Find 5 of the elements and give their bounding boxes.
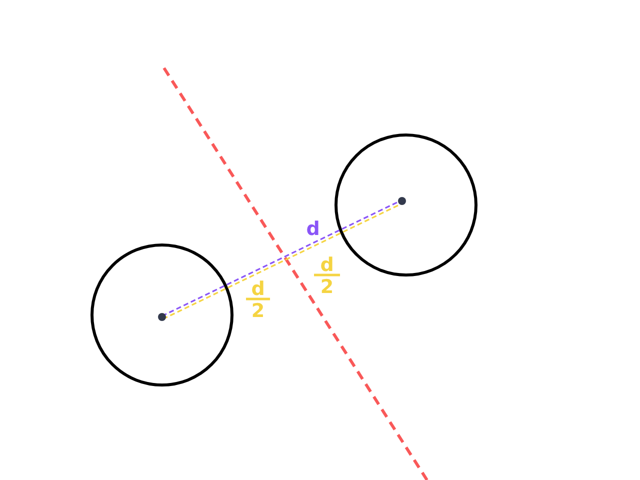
denominator-label: 2	[320, 277, 334, 297]
denominator-label: 2	[251, 301, 265, 321]
numerator-label: d	[251, 279, 265, 299]
numerator-label: d	[320, 255, 334, 275]
distance-label: d	[306, 219, 320, 239]
